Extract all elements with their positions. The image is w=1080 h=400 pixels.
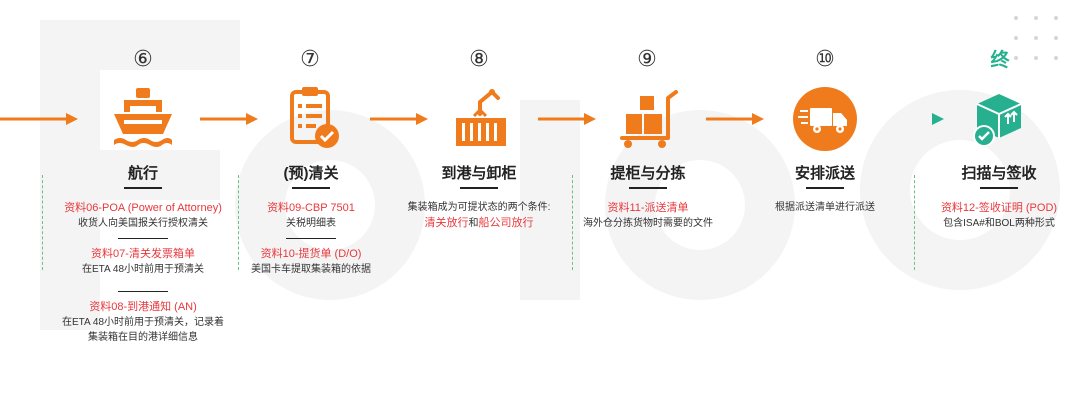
doc-11-label: 资料11-派送清单 (607, 202, 689, 214)
step-10-title: 安排派送 (794, 165, 855, 182)
separator (286, 238, 336, 239)
final-step-marker: 终 (990, 50, 1010, 71)
step-6-underline (124, 187, 162, 189)
doc-09-desc: 关税明细表 (286, 218, 336, 229)
arrow-into-step-6 (0, 113, 78, 125)
arrow-step-8-to-9 (538, 113, 596, 125)
arrow-step-7-to-8 (370, 113, 428, 125)
decorative-dots (1014, 16, 1058, 60)
doc-08-desc-line2: 集装箱在目的港详细信息 (88, 332, 198, 343)
divider-1 (42, 175, 43, 270)
step-6-title: 航行 (127, 165, 158, 182)
doc-07-label: 资料07-清关发票箱单 (91, 248, 195, 260)
step-8-underline (460, 187, 498, 189)
doc-08-desc: 在ETA 48小时前用于预清关，记录着 (61, 317, 225, 328)
step-8-details: 集装箱成为可提状态的两个条件: 清关放行和船公司放行 (369, 200, 589, 231)
step-6-details: 资料06-POA (Power of Attorney) 收货人向美国报关行授权… (33, 200, 253, 345)
doc-10-desc: 美国卡车提取集装箱的依据 (251, 264, 371, 275)
step-8-title: 到港与卸柜 (441, 165, 517, 182)
doc-08-label: 资料08-到港通知 (AN) (89, 301, 197, 313)
step-10-underline (806, 187, 844, 189)
step-9-details: 资料11-派送清单 海外仓分拣货物时需要的文件 (538, 200, 758, 231)
container-release-conditions: 集装箱成为可提状态的两个条件: (407, 202, 551, 213)
divider-3 (572, 175, 573, 270)
doc-12-desc: 包含ISA#和BOL两种形式 (943, 218, 1055, 229)
separator (118, 238, 168, 239)
clipboard-check-icon (290, 87, 339, 148)
delivery-desc: 根据派送清单进行派送 (775, 202, 875, 213)
customs-release: 清关放行 (424, 217, 469, 229)
doc-10-label: 资料10-提货单 (D/O) (260, 248, 362, 260)
step-7-details: 资料09-CBP 7501 关税明细表 资料10-提货单 (D/O) 美国卡车提… (201, 200, 421, 277)
step-9-number: ⑨ (637, 46, 657, 71)
step-9-title: 提柜与分拣 (610, 165, 686, 182)
ship-icon (114, 88, 172, 147)
arrow-step-6-to-7 (200, 113, 258, 125)
doc-12-label: 资料12-签收证明 (POD) (940, 202, 1058, 214)
step-7-title: (预)清关 (283, 165, 339, 182)
doc-09-label: 资料09-CBP 7501 (267, 202, 355, 214)
step-7-number: ⑦ (300, 46, 320, 71)
doc-06-label: 资料06-POA (Power of Attorney) (64, 202, 222, 214)
delivery-truck-icon (793, 87, 857, 151)
carrier-release: 船公司放行 (478, 217, 534, 229)
box-check-icon (973, 94, 1022, 147)
doc-11-desc: 海外仓分拣货物时需要的文件 (583, 218, 713, 229)
doc-07-desc: 在ETA 48小时前用于预清关 (81, 264, 205, 275)
step-8-number: ⑧ (469, 46, 489, 71)
final-step-details: 资料12-签收证明 (POD) 包含ISA#和BOL两种形式 (889, 200, 1080, 231)
step-6-number: ⑥ (133, 46, 153, 71)
hand-truck-boxes-icon (620, 90, 678, 148)
divider-4 (914, 175, 915, 270)
step-9-underline (629, 187, 667, 189)
arrow-step-10-to-final (878, 113, 944, 125)
separator (118, 291, 168, 292)
arrow-step-9-to-10 (706, 113, 764, 125)
conjunction: 和 (468, 218, 479, 229)
step-7-underline (292, 187, 330, 189)
release-conditions-line: 清关放行和船公司放行 (369, 215, 589, 231)
crane-container-icon (456, 89, 506, 146)
final-step-title: 扫描与签收 (961, 165, 1037, 182)
divider-2 (238, 175, 239, 270)
step-10-details: 根据派送清单进行派送 (715, 200, 935, 215)
final-step-underline (980, 187, 1018, 189)
doc-06-desc: 收货人向美国报关行授权清关 (78, 218, 208, 229)
step-10-number: ⑩ (815, 46, 835, 71)
